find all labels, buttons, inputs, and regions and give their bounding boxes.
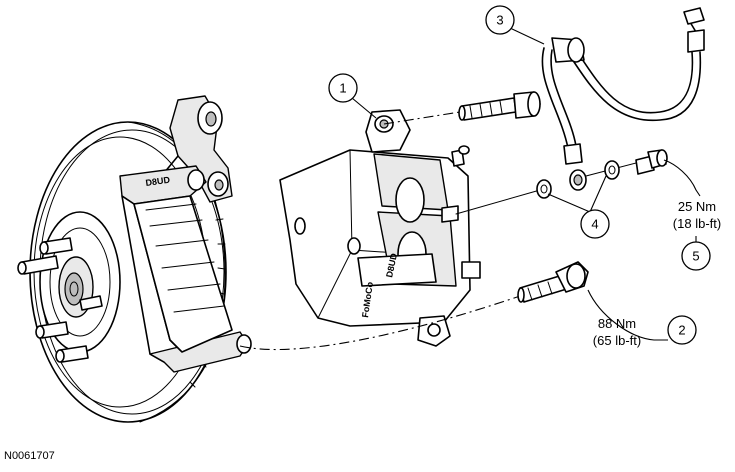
caliper-bracket: D8UD — [119, 165, 252, 373]
callout-2-number: 2 — [678, 323, 685, 338]
callout-4: 4 — [580, 209, 610, 239]
callout-5: 5 25 Nm (18 lb-ft) — [673, 199, 721, 271]
sealing-washer-inner — [536, 179, 552, 199]
callout-2: 2 88 Nm (65 lb-ft) — [593, 315, 697, 348]
callout-5-number: 5 — [692, 249, 699, 264]
steering-knuckle — [149, 95, 233, 203]
bracket-stamp: D8UD — [145, 175, 171, 188]
callout-3-number: 3 — [496, 13, 503, 28]
callout-3: 3 — [485, 5, 515, 35]
figure-code: N0061707 — [4, 450, 55, 462]
brake-caliper: FoMoCo D8UD — [279, 109, 481, 347]
callout-2-torque-lbft: (65 lb-ft) — [593, 333, 641, 348]
upper-caliper-bolt — [383, 91, 541, 125]
lower-caliper-bolt — [239, 261, 589, 351]
wheel-studs — [17, 237, 103, 363]
callout-5-torque-lbft: (18 lb-ft) — [673, 216, 721, 231]
banjo-bolt-assembly — [455, 149, 668, 215]
callout-1-number: 1 — [339, 81, 346, 96]
callout-1: 1 — [328, 73, 358, 103]
brake-hose — [541, 7, 705, 191]
callout-4-number: 4 — [591, 217, 598, 232]
callout-2-torque-nm: 88 Nm — [598, 316, 636, 331]
callout-5-torque-nm: 25 Nm — [678, 199, 716, 214]
sealing-washer-outer — [604, 160, 620, 180]
